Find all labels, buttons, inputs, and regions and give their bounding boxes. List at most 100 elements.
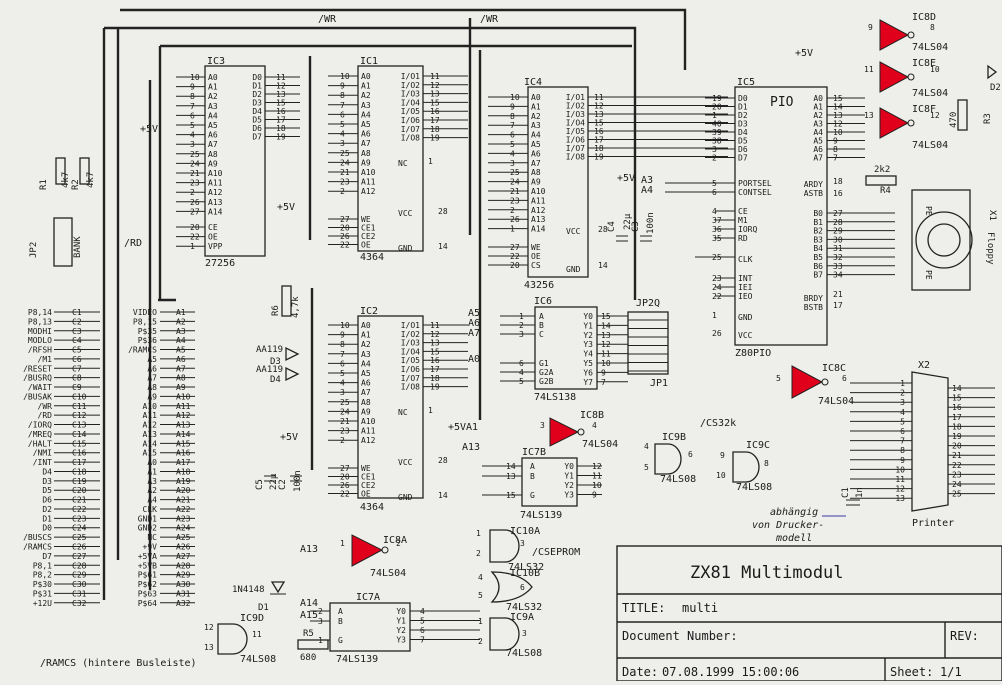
r5-body — [297, 639, 329, 650]
ic4-cs: CS — [531, 261, 541, 270]
ic9c-pin-y: 8 — [764, 459, 769, 468]
bus-a-signal: A6 — [147, 364, 157, 373]
handwritten-note: abhängig von Drucker- modell — [752, 507, 846, 544]
ic5-d1: D1 — [738, 103, 748, 112]
ic5-num: 18 — [833, 177, 843, 186]
ic3-pin-a3: A3 — [208, 102, 218, 111]
c3-ref: C3 — [631, 221, 641, 232]
ic1-pins-num: 1 — [428, 157, 433, 166]
ic5-num: 1 — [712, 311, 717, 320]
ic5-num: 17 — [833, 301, 843, 310]
ic6-c: C — [539, 330, 544, 339]
net-cs32k: /CS32k — [700, 418, 736, 429]
ic3-pin-d1: D1 — [252, 82, 262, 91]
ic6-g1: G1 — [539, 359, 549, 368]
ic9d-part: 74LS08 — [240, 654, 276, 665]
r1-ref: R1 — [39, 179, 49, 190]
x1-pe-top: PE — [924, 206, 933, 216]
ic3-pin-a1: A1 — [208, 83, 218, 92]
ic3-pin-d7: D7 — [252, 133, 262, 142]
bus-c-signal: D3 — [42, 477, 52, 486]
bus-a-signal: A9 — [147, 392, 157, 401]
c4-value: 22µ — [623, 213, 633, 230]
ic8e-pin-out: 10 — [930, 65, 940, 74]
gate-ic8e: IC8E 74LS04 11 10 — [864, 58, 948, 99]
ic3-pin-a2: A2 — [208, 92, 218, 101]
bus-c-signal: P8,14 — [28, 308, 52, 317]
ic8a-pin-in: 1 — [340, 539, 345, 548]
ic2-pins-a3: A3 — [361, 350, 371, 359]
bus-c-signal: D2 — [42, 505, 52, 514]
net-5v-c: +5V — [617, 173, 635, 184]
c5-value: 22µ — [269, 473, 279, 490]
ic1-pins-oe: OE — [361, 241, 371, 250]
ic5-num: 4 — [712, 207, 717, 216]
ic2-pins-nc: NC — [398, 408, 408, 417]
ic6-y2: Y2 — [583, 331, 593, 340]
ic5-num: 21 — [833, 290, 843, 299]
ic5-ce: CE — [738, 207, 748, 216]
ic5-contsel: CONTSEL — [738, 188, 772, 197]
ic5-num: 16 — [833, 189, 843, 198]
r6-ref: R6 — [271, 305, 281, 316]
ic3-pin-a9: A9 — [208, 159, 218, 168]
ic1-pins-a8: A8 — [361, 149, 371, 158]
ic1-pins-a3: A3 — [361, 101, 371, 110]
ic10b-pin-y: 6 — [520, 583, 525, 592]
ic6-y4: Y4 — [583, 350, 593, 359]
ic8d-pin-in: 9 — [868, 23, 873, 32]
tb-sheet-label: Sheet: — [890, 665, 933, 679]
ic1-pins-ce2: CE2 — [361, 232, 376, 241]
ic6-b: B — [539, 321, 544, 330]
ic5-astb: ASTB — [804, 189, 823, 198]
bus-c-signal: MODLO — [28, 336, 52, 345]
jp2q-ref: JP2Q — [636, 298, 660, 309]
ic5-rd: RD — [738, 234, 748, 243]
ic4-a14: A14 — [531, 225, 546, 234]
tb-title-value: multi — [682, 601, 718, 615]
net-ramcs-rear: /RAMCS (hintere Busleiste) — [40, 658, 197, 669]
ic8c-ref: IC8C — [822, 363, 846, 374]
ic3-pin-d2: D2 — [252, 90, 262, 99]
c2-ref: C2 — [278, 479, 288, 490]
bus-a-signal: A3 — [147, 477, 157, 486]
ic2-pins-gnd: GND — [398, 493, 413, 502]
ic1-pins-a2: A2 — [361, 91, 371, 100]
gate-ic9a: IC9A 74LS08 1 2 3 — [478, 612, 542, 659]
ic8a-ref: IC8A — [383, 535, 407, 546]
ic8f-part: 74LS04 — [912, 140, 948, 151]
ic1-pins-a12: A12 — [361, 187, 376, 196]
c3-value: 100n — [646, 212, 656, 234]
ic10b-part: 74LS32 — [506, 602, 542, 613]
ic2-pins-num: 14 — [438, 491, 448, 500]
ic8d-part: 74LS04 — [912, 42, 948, 53]
bus-a-signal: A13 — [143, 430, 158, 439]
ic3-part: 27256 — [205, 258, 235, 269]
ic2-pins-ce2: CE2 — [361, 481, 376, 490]
ic1-pins-nc: NC — [398, 159, 408, 168]
bus-a-signal: A11 — [143, 411, 158, 420]
net-a15: A15 — [300, 610, 318, 621]
ic3-pin-d3: D3 — [252, 99, 262, 108]
net-a7: A7 — [468, 328, 480, 339]
d2-ref: D2 — [990, 83, 1001, 93]
bus-c-signal: P8,2 — [33, 571, 52, 580]
r2-ref: R2 — [71, 179, 81, 190]
diodes: 1N4148 D1 D2 AA119 D3 AA119 D4 — [232, 64, 1001, 613]
bus-a-signal: VIDEO — [133, 308, 157, 317]
ic1-part: 4364 — [360, 252, 384, 263]
bus-c-signal: /MREQ — [28, 430, 52, 439]
ic4-a1: A1 — [531, 102, 541, 111]
ic3-pin-d6: D6 — [252, 124, 262, 133]
ic5-gnd: GND — [738, 313, 753, 322]
note-line1: abhängig — [770, 507, 818, 518]
ic3-pin-a8: A8 — [208, 150, 218, 159]
bus-c-signal: /BUSAK — [23, 392, 52, 401]
ic9c-pin-b: 10 — [716, 471, 726, 480]
ic5-d7: D7 — [738, 154, 748, 163]
ic6-g2a: G2A — [539, 368, 554, 377]
ic8a-pin-out: 2 — [396, 539, 401, 548]
tb-title-label: TITLE: — [622, 601, 665, 615]
